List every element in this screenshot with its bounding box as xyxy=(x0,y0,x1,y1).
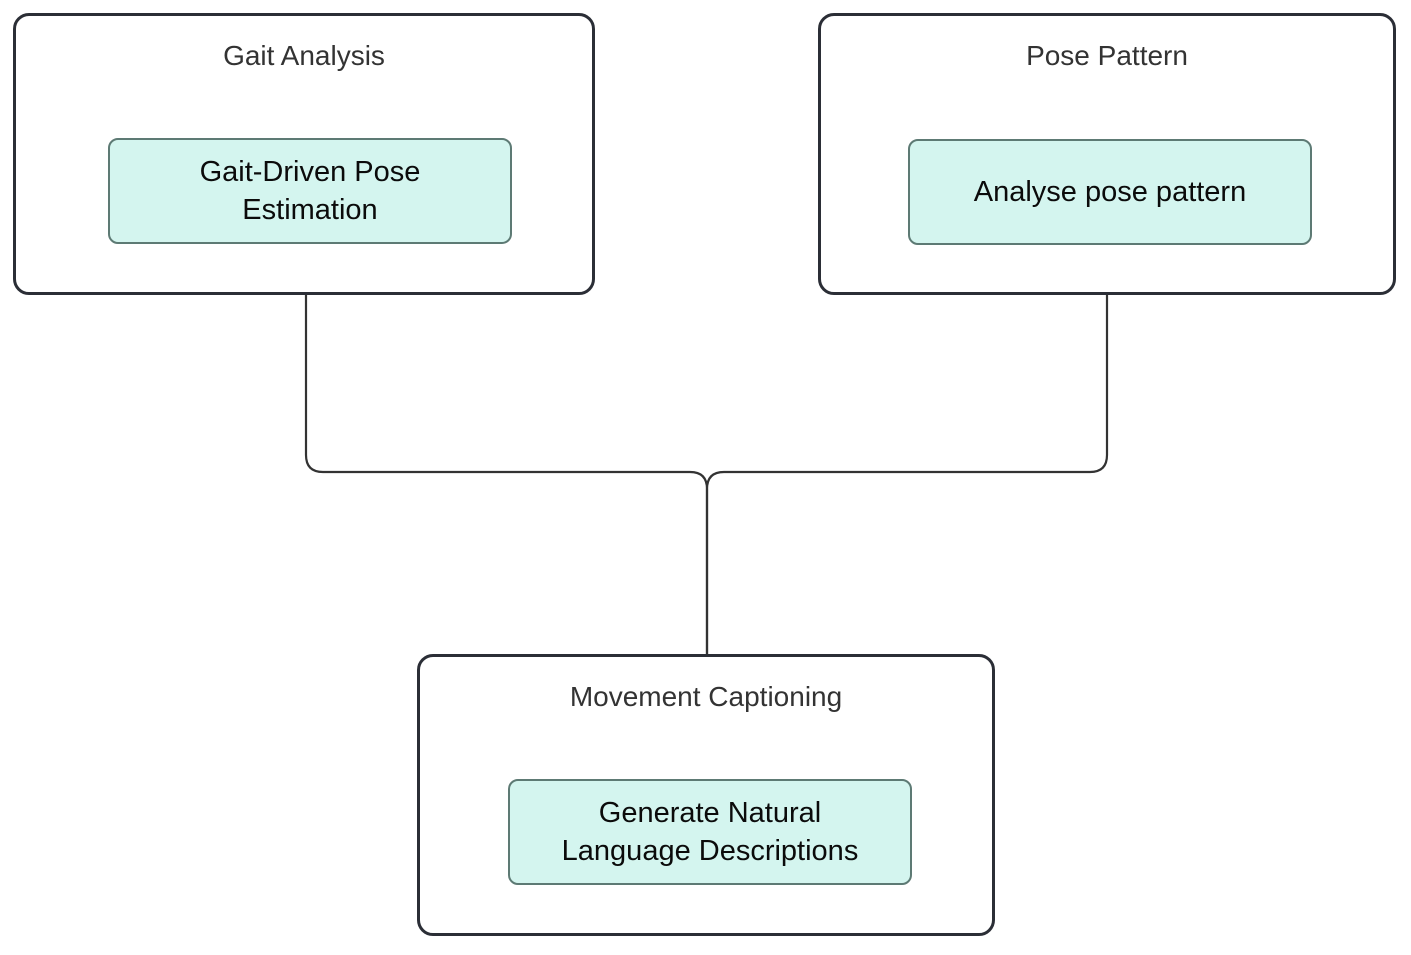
cluster-title-movement-captioning: Movement Captioning xyxy=(569,681,843,712)
node-label-gait-driven-pose-estimation: Gait-Driven Pose Estimation xyxy=(199,156,421,226)
node-label-analyse-pose-pattern: Analyse pose pattern xyxy=(973,176,1247,208)
cluster-title-pose-pattern: Pose Pattern xyxy=(1026,40,1188,71)
edge-gait-to-captioning xyxy=(304,295,709,654)
cluster-pose-pattern[interactable]: Pose Pattern Analyse pose pattern xyxy=(818,13,1396,295)
cluster-movement-captioning[interactable]: Movement Captioning Generate Natural Lan… xyxy=(417,654,995,936)
cluster-title-gait-analysis: Gait Analysis xyxy=(223,40,385,71)
node-analyse-pose-pattern[interactable]: Analyse pose pattern xyxy=(908,139,1312,245)
node-gait-driven-pose-estimation[interactable]: Gait-Driven Pose Estimation xyxy=(108,138,512,244)
cluster-gait-analysis[interactable]: Gait Analysis Gait-Driven Pose Estimatio… xyxy=(13,13,595,295)
node-label-generate-natural-language-descriptions: Generate Natural Language Descriptions xyxy=(561,797,859,867)
edge-pose-to-captioning xyxy=(705,295,1109,654)
node-generate-natural-language-descriptions[interactable]: Generate Natural Language Descriptions xyxy=(508,779,912,885)
